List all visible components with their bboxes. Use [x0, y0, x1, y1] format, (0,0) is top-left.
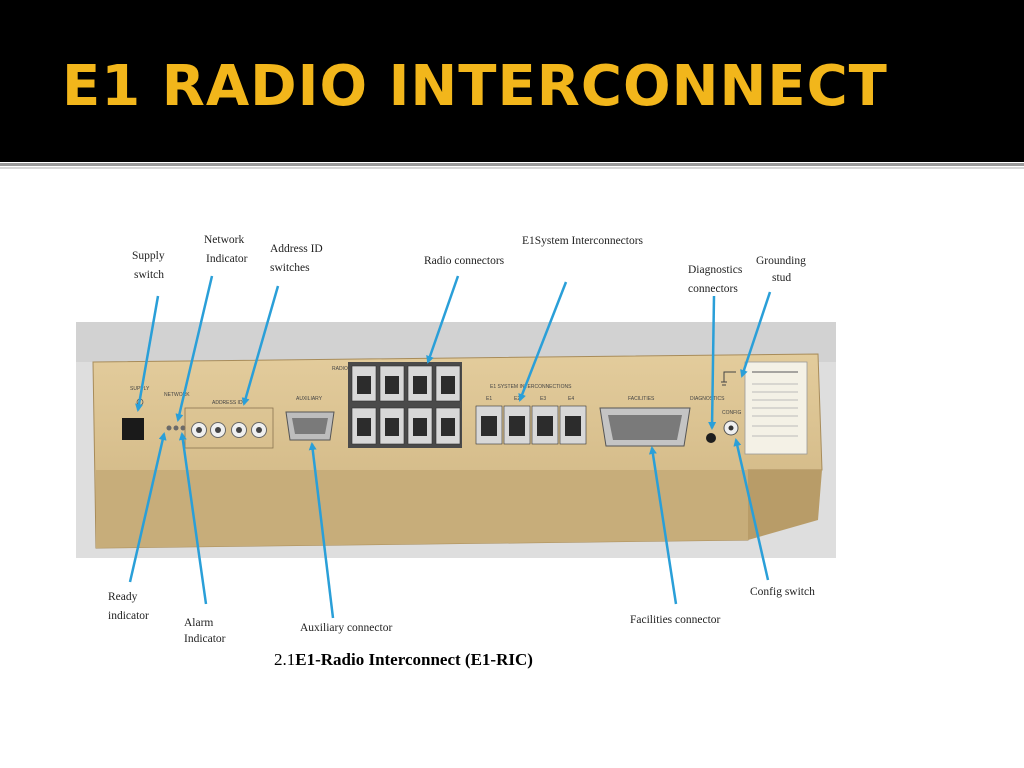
arrow-alarm-indicator — [178, 432, 208, 605]
radio-connector-block: RADIO — [332, 362, 462, 448]
e1-system-label: E1 SYSTEM INTERCONNECTIONS — [490, 384, 572, 390]
callout-address-id-2: switches — [270, 262, 310, 274]
callout-auxiliary: Auxiliary connector — [300, 622, 392, 634]
facilities-label: FACILITIES — [628, 396, 655, 402]
arrow-network-indicator — [175, 275, 214, 422]
network-indicators: NETWORK — [164, 392, 190, 431]
arrow-e1-system — [518, 281, 568, 402]
arrow-address-id — [241, 285, 280, 406]
arrow-diagnostics — [708, 295, 717, 430]
config-label: CONFIG — [722, 410, 742, 416]
facilities-db-connector: FACILITIES — [599, 396, 691, 447]
port-label-e2: E2 — [514, 396, 520, 402]
radio-label: RADIO — [332, 366, 348, 372]
callout-diagnostics-2: connectors — [688, 283, 738, 295]
address-id-label: ADDRESS ID — [212, 400, 243, 406]
address-id-switches: ADDRESS ID — [184, 400, 274, 449]
port-label-e3: E3 — [540, 396, 546, 402]
arrow-facilities — [648, 446, 678, 605]
callout-alarm-indicator-2: Indicator — [184, 633, 226, 645]
callout-diagnostics-1: Diagnostics — [688, 264, 743, 276]
e1-system-connector-block: E1 SYSTEM INTERCONNECTIONS E1 E2 E3 E4 — [475, 384, 587, 445]
arrow-config-switch — [733, 438, 770, 581]
auxiliary-label: AUXILIARY — [296, 396, 323, 402]
callout-network-indicator-1: Network — [204, 234, 244, 246]
config-switch: CONFIG — [722, 410, 742, 436]
arrow-supply-switch — [135, 295, 160, 412]
callout-network-indicator-2: Indicator — [206, 253, 248, 265]
callout-arrows — [128, 275, 772, 619]
callout-ready-indicator-1: Ready — [108, 591, 138, 603]
port-label-e1: E1 — [486, 396, 492, 402]
diagnostics-label: DIAGNOSTICS — [690, 396, 725, 402]
callout-address-id-1: Address ID — [270, 243, 323, 255]
arrow-radio-connectors — [426, 275, 460, 364]
arrow-auxiliary — [308, 442, 335, 619]
arrow-ready-indicator — [128, 432, 167, 583]
callout-supply-switch-1: Supply — [132, 250, 165, 262]
callout-ready-indicator-2: indicator — [108, 610, 149, 622]
callout-e1-system: E1System Interconnectors — [522, 235, 644, 247]
figure-caption: 2.1E1-Radio Interconnect (E1-RIC) — [274, 650, 533, 669]
callout-config-switch: Config switch — [750, 586, 815, 598]
supply-label: SUPPLY — [130, 386, 150, 392]
callout-facilities: Facilities connector — [630, 614, 721, 626]
diagnostics-connector: DIAGNOSTICS — [690, 396, 725, 443]
callout-supply-switch-2: switch — [134, 269, 164, 281]
port-label-e4: E4 — [568, 396, 574, 402]
title-bar: E1 RADIO INTERCONNECT — [0, 0, 1024, 162]
header-divider — [0, 163, 1024, 166]
callout-grounding-2: stud — [772, 272, 791, 284]
callout-alarm-indicator-1: Alarm — [184, 617, 213, 629]
grounding-stud — [721, 371, 736, 386]
callout-grounding-1: Grounding — [756, 255, 806, 267]
slide-title: E1 RADIO INTERCONNECT — [62, 54, 888, 119]
caption-number: 2.1 — [274, 650, 295, 669]
callout-radio-connectors: Radio connectors — [424, 255, 505, 267]
header-divider-light — [0, 167, 1024, 169]
device-body — [92, 353, 823, 549]
caption-text: E1-Radio Interconnect (E1-RIC) — [295, 650, 533, 669]
auxiliary-db-connector: AUXILIARY — [285, 396, 335, 441]
network-label: NETWORK — [164, 392, 190, 398]
arrow-grounding — [740, 291, 772, 378]
